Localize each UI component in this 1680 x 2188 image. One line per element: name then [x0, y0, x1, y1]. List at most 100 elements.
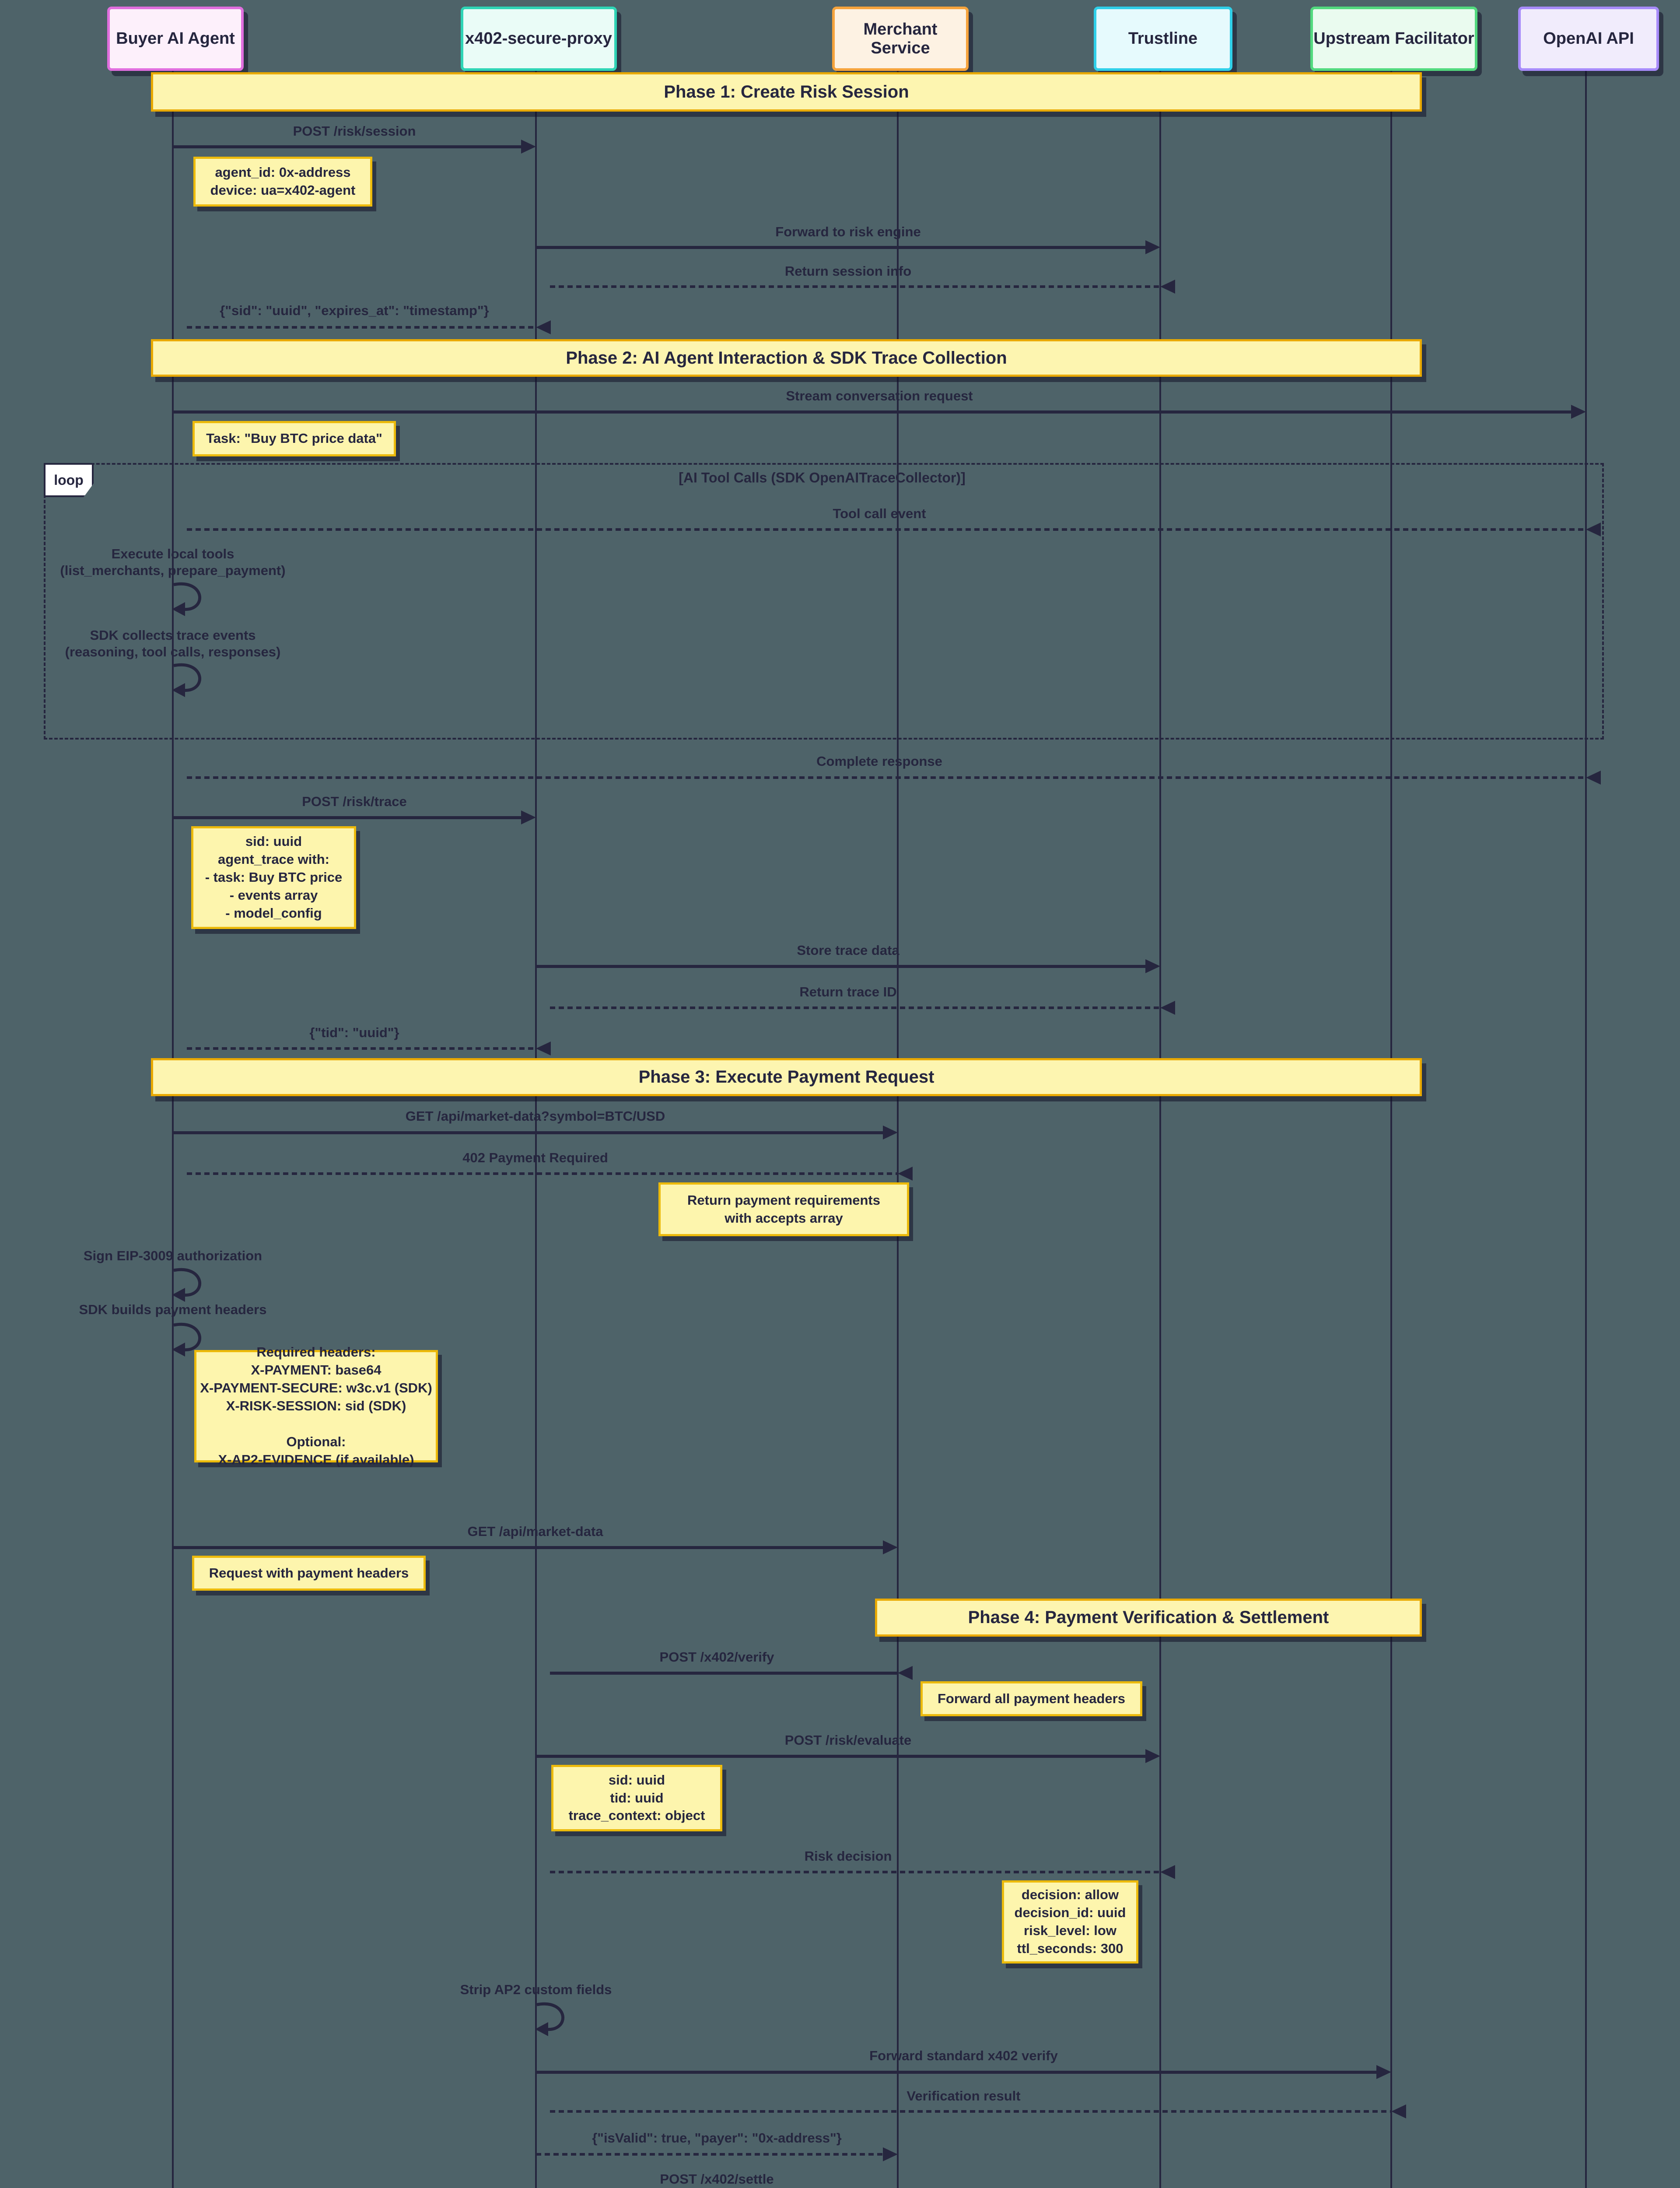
- note-line: Forward all payment headers: [938, 1690, 1125, 1706]
- arrowhead: [1160, 1865, 1175, 1879]
- message-line: [173, 1131, 884, 1134]
- message-label: {"isValid": true, "payer": "0x-address"}: [592, 2130, 842, 2146]
- note-line: X-PAYMENT-SECURE: w3c.v1 (SDK): [200, 1380, 432, 1396]
- message-line: [187, 528, 1586, 531]
- arrowhead: [898, 1666, 913, 1680]
- arrowhead: [536, 1041, 551, 1055]
- message-line: [187, 776, 1586, 779]
- note-line: X-AP2-EVIDENCE (if available): [218, 1452, 414, 1467]
- note: Task: "Buy BTC price data": [192, 421, 396, 456]
- lifeline-buyer: [172, 66, 174, 2188]
- phase-banner-2: Phase 2: AI Agent Interaction & SDK Trac…: [151, 339, 1422, 377]
- note-line: Return payment requirements: [687, 1192, 880, 1208]
- message-line: [550, 1672, 898, 1675]
- note-line: decision: allow: [1021, 1887, 1119, 1903]
- message-label: {"tid": "uuid"}: [309, 1025, 399, 1040]
- loop-label: loop: [44, 463, 94, 497]
- actor-trustline-top: Trustline: [1093, 7, 1232, 71]
- message-label: Return session info: [784, 263, 912, 279]
- actor-buyer-top: Buyer AI Agent: [107, 7, 244, 71]
- note-line: [314, 1415, 318, 1433]
- message-label: Forward to risk engine: [775, 224, 921, 239]
- message-label: Return trace ID: [799, 984, 897, 999]
- message-label: Tool call event: [833, 506, 926, 521]
- arrowhead: [1391, 2104, 1406, 2118]
- arrowhead: [1586, 522, 1601, 536]
- actor-merchant-top: Merchant Service: [832, 7, 969, 71]
- note-line: sid: uuid: [245, 834, 302, 849]
- note-line: - task: Buy BTC price: [205, 870, 343, 885]
- note-line: X-PAYMENT: base64: [251, 1362, 382, 1378]
- self-message-label: SDK builds payment headers: [79, 1302, 267, 1317]
- note-line: with accepts array: [724, 1210, 843, 1226]
- actor-upstream-top: Upstream Facilitator: [1310, 7, 1477, 71]
- note: Request with payment headers: [192, 1556, 426, 1591]
- message-line: [536, 2071, 1377, 2074]
- lifeline-upstream: [1390, 66, 1392, 2188]
- lifeline-merchant: [897, 66, 899, 2188]
- note-line: - events array: [229, 887, 318, 903]
- message-line: [550, 2110, 1391, 2113]
- message-line: [173, 1546, 884, 1549]
- message-line: [173, 410, 1572, 414]
- message-line: [536, 965, 1146, 968]
- arrowhead: [1145, 959, 1160, 973]
- message-label: 402 Payment Required: [462, 1150, 608, 1165]
- lifeline-proxy: [535, 66, 537, 2188]
- message-label: GET /api/market-data?symbol=BTC/USD: [405, 1108, 665, 1124]
- message-line: [536, 2153, 884, 2156]
- message-label: Complete response: [816, 754, 942, 769]
- message-line: [536, 246, 1146, 249]
- note-line: ttl_seconds: 300: [1017, 1940, 1124, 1956]
- self-message-label: Sign EIP-3009 authorization: [83, 1248, 262, 1263]
- note-line: X-RISK-SESSION: sid (SDK): [226, 1398, 406, 1414]
- self-loop-arrow-icon: [172, 663, 216, 698]
- note-line: sid: uuid: [608, 1772, 665, 1788]
- arrowhead: [1376, 2065, 1391, 2079]
- arrowhead: [536, 320, 551, 334]
- note-line: - model_config: [225, 905, 322, 921]
- note-line: Task: "Buy BTC price data": [206, 431, 382, 446]
- arrowhead: [1160, 1001, 1175, 1015]
- message-line: [550, 1006, 1160, 1009]
- note-line: device: ua=x402-agent: [210, 182, 356, 198]
- arrowhead: [1160, 280, 1175, 294]
- arrowhead: [1145, 240, 1160, 254]
- message-line: [173, 816, 522, 819]
- message-line: [173, 145, 522, 148]
- message-line: [187, 326, 536, 329]
- message-label: Verification result: [906, 2088, 1021, 2104]
- message-label: POST /risk/trace: [302, 794, 407, 809]
- phase-banner-1: Phase 1: Create Risk Session: [151, 72, 1422, 112]
- message-label: POST /x402/verify: [659, 1649, 774, 1665]
- message-line: [187, 1172, 898, 1175]
- self-message-label: SDK collects trace events (reasoning, to…: [65, 628, 281, 659]
- message-line: [187, 1047, 536, 1050]
- arrowhead: [1586, 771, 1601, 785]
- message-line: [550, 285, 1160, 288]
- arrowhead: [883, 2147, 898, 2161]
- note: Forward all payment headers: [920, 1681, 1142, 1716]
- lifeline-trustline: [1159, 66, 1161, 2188]
- message-label: Risk decision: [804, 1848, 892, 1864]
- self-loop-arrow-icon: [535, 2002, 579, 2037]
- self-message-label: Execute local tools (list_merchants, pre…: [60, 546, 286, 578]
- note-line: Optional:: [286, 1434, 346, 1449]
- actor-proxy-top: x402-secure-proxy: [460, 7, 617, 71]
- phase-banner-3: Phase 3: Execute Payment Request: [151, 1058, 1422, 1096]
- message-label: Forward standard x402 verify: [869, 2048, 1058, 2063]
- self-loop-arrow-icon: [172, 582, 216, 617]
- message-label: POST /x402/settle: [660, 2171, 774, 2187]
- note-line: trace_context: object: [568, 1808, 705, 1823]
- arrowhead: [1145, 1749, 1160, 1763]
- message-label: Stream conversation request: [786, 388, 973, 403]
- note-line: decision_id: uuid: [1014, 1905, 1126, 1921]
- self-loop-arrow-icon: [172, 1268, 216, 1303]
- message-label: {"sid": "uuid", "expires_at": "timestamp…: [220, 303, 489, 318]
